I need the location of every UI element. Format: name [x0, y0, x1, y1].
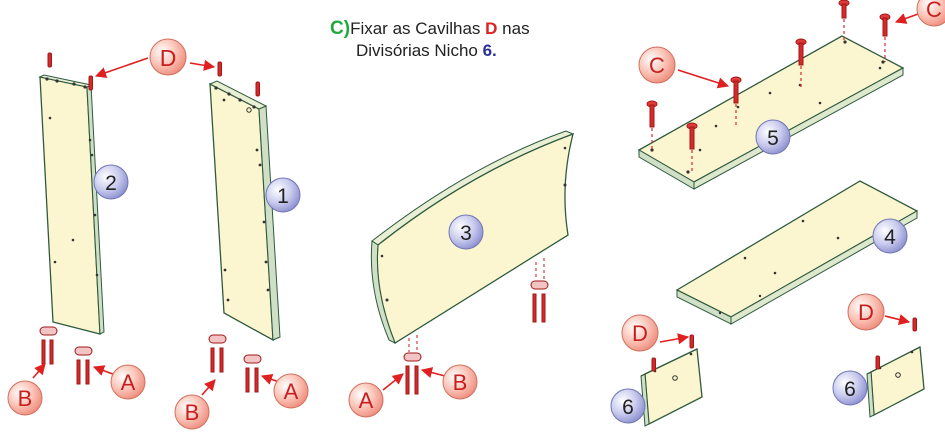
svg-text:A: A — [359, 388, 374, 413]
instruction-text-after: nas — [497, 19, 530, 38]
hardware-label-b-3: B — [442, 364, 478, 400]
cam-a — [39, 280, 549, 364]
svg-text:B: B — [453, 370, 468, 395]
part-label-2: 2 — [93, 164, 129, 200]
panel-5 — [637, 35, 905, 190]
panel-1 — [208, 80, 281, 342]
instruction-line-2: Divisórias Nicho 6. — [330, 40, 530, 62]
svg-text:D: D — [858, 300, 874, 325]
hardware-label-b-1: B — [7, 380, 43, 416]
svg-text:2: 2 — [105, 172, 117, 195]
step-letter: C) — [330, 18, 351, 39]
svg-text:D: D — [160, 45, 177, 71]
dowel-d — [875, 355, 880, 370]
niche-number: 6. — [482, 41, 497, 60]
svg-text:6: 6 — [844, 378, 856, 401]
svg-text:3: 3 — [460, 222, 472, 245]
panel-2 — [38, 74, 105, 335]
screw-b — [41, 293, 546, 395]
hardware-label-c-left: C — [638, 46, 676, 84]
hardware-label-a-1: A — [110, 364, 146, 400]
hardware-group — [39, 0, 917, 395]
svg-text:A: A — [284, 379, 299, 404]
instruction-text: C)Fixar as Cavilhas D nas Divisórias Nic… — [330, 18, 530, 62]
part-label-4: 4 — [872, 218, 908, 254]
hardware-label-d-left: D — [621, 314, 659, 352]
svg-text:5: 5 — [767, 127, 779, 150]
svg-text:1: 1 — [277, 185, 289, 208]
part-label-6-right: 6 — [832, 370, 868, 406]
svg-text:6: 6 — [622, 396, 634, 419]
hardware-labels: D B A B A A B C — [7, 0, 945, 430]
panel-4 — [675, 180, 919, 325]
screw-c — [646, 0, 891, 150]
dowel-d — [912, 317, 917, 332]
instruction-text-before: Fixar as Cavilhas — [350, 19, 486, 38]
hardware-label-a-3: A — [348, 382, 384, 418]
instruction-line2-text: Divisórias Nicho — [356, 41, 483, 60]
panel-6-right — [866, 345, 925, 418]
hardware-label-d-right: D — [847, 293, 885, 331]
svg-text:C: C — [649, 53, 665, 78]
svg-text:B: B — [18, 386, 33, 411]
hardware-label-b-2: B — [174, 394, 210, 430]
svg-text:C: C — [926, 0, 942, 22]
part-labels: 2 1 3 5 4 6 6 — [93, 119, 908, 424]
dowel-d — [689, 334, 694, 349]
part-label-3: 3 — [448, 214, 484, 250]
hardware-label-c-right: C — [916, 0, 945, 27]
instruction-line-1: C)Fixar as Cavilhas D nas — [330, 18, 530, 40]
part-label-5: 5 — [755, 119, 791, 155]
svg-text:B: B — [185, 400, 200, 425]
hardware-label-a-2: A — [273, 373, 309, 409]
panel-6-left — [640, 348, 703, 427]
dowel-d — [651, 357, 656, 372]
dowel-d — [217, 61, 222, 77]
dowel-letter-d: D — [485, 19, 498, 38]
dowel-d — [88, 75, 93, 91]
dowel-d — [47, 52, 52, 68]
svg-text:4: 4 — [884, 226, 896, 249]
svg-text:A: A — [121, 370, 136, 395]
part-label-1: 1 — [265, 177, 301, 213]
part-label-6-left: 6 — [610, 388, 646, 424]
dowel-d — [255, 81, 260, 97]
hardware-label-d-top: D — [149, 38, 187, 76]
svg-text:D: D — [632, 321, 648, 346]
